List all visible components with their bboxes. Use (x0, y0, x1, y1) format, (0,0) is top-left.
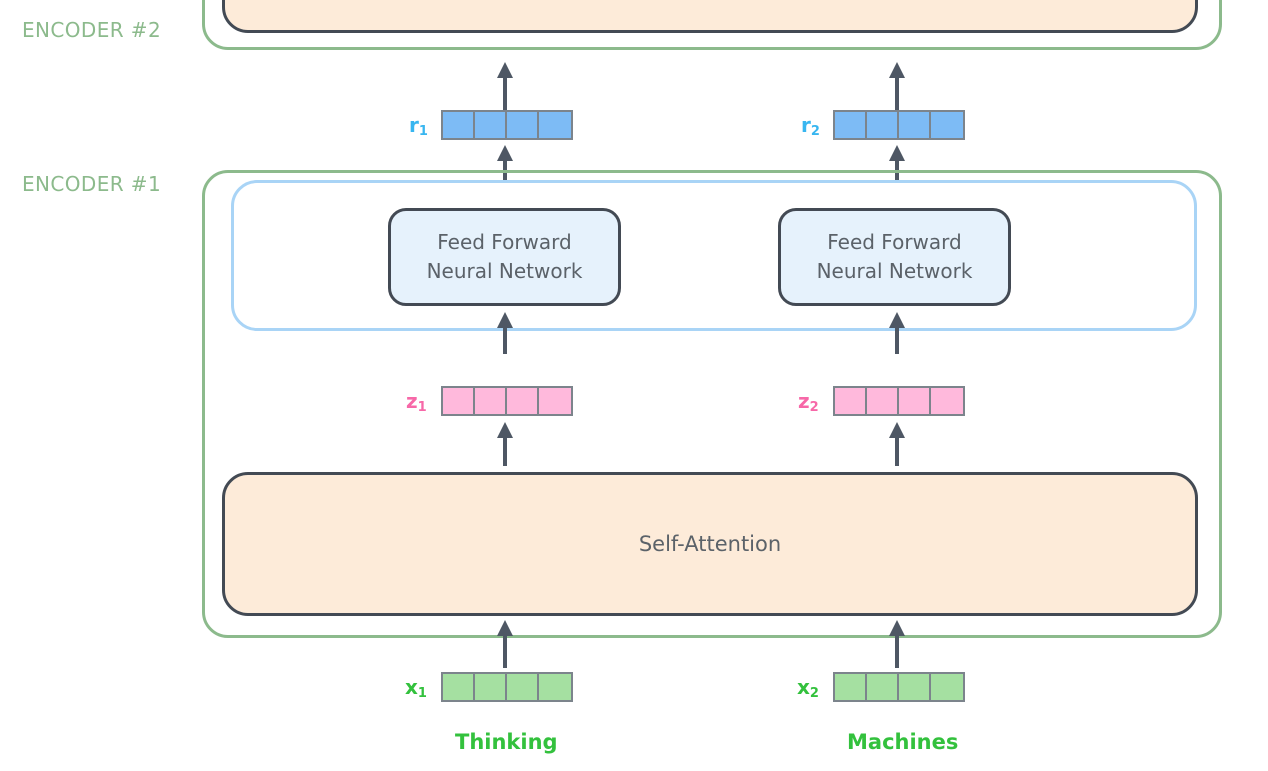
vector-x2 (833, 672, 965, 702)
vector-cell (899, 674, 931, 700)
vector-cell (931, 112, 963, 138)
vector-label-r1-sub: 1 (418, 124, 428, 139)
vector-label-z1-sub: 1 (417, 400, 427, 415)
vector-cell (507, 112, 539, 138)
vector-label-x2-letter: x (797, 675, 810, 699)
vector-label-r1-letter: r (409, 113, 419, 137)
vector-cell (507, 674, 539, 700)
arrow-up-icon-selfattention-to-z1 (494, 422, 516, 466)
vector-label-x1-sub: 1 (417, 686, 427, 701)
vector-cell (539, 674, 571, 700)
arrow-up-icon-r1-to-encoder2 (494, 62, 516, 110)
vector-r1 (441, 110, 573, 140)
vector-cell (931, 674, 963, 700)
vector-cell (539, 388, 571, 414)
feed-forward-block-1: Feed Forward Neural Network (388, 208, 621, 306)
vector-cell (835, 674, 867, 700)
vector-label-r2-sub: 2 (810, 124, 820, 139)
vector-r2 (833, 110, 965, 140)
arrow-up-icon-x1-to-selfattention (494, 620, 516, 668)
feed-forward-block-1-line1: Feed Forward (437, 230, 572, 254)
self-attention-block-encoder-2 (222, 0, 1198, 33)
vector-cell (867, 112, 899, 138)
vector-label-z2-sub: 2 (809, 400, 819, 415)
arrow-up-icon-selfattention-to-z2 (886, 422, 908, 466)
arrow-up-icon-z1-to-ffnn1 (494, 312, 516, 354)
vector-label-r2: r2 (801, 113, 820, 139)
vector-z1 (441, 386, 573, 416)
vector-cell (899, 388, 931, 414)
vector-label-x1-letter: x (405, 675, 418, 699)
feed-forward-block-2: Feed Forward Neural Network (778, 208, 1011, 306)
vector-cell (867, 674, 899, 700)
vector-cell (443, 674, 475, 700)
vector-cell (475, 112, 507, 138)
vector-cell (475, 674, 507, 700)
feed-forward-block-2-line1: Feed Forward (827, 230, 962, 254)
encoder-1-label: ENCODER #1 (22, 172, 162, 196)
vector-label-r2-letter: r (801, 113, 811, 137)
vector-label-x2-sub: 2 (809, 686, 819, 701)
encoder-2-label: ENCODER #2 (22, 18, 162, 42)
vector-label-z1-letter: z (406, 389, 418, 413)
vector-cell (931, 388, 963, 414)
input-word-label-1: Thinking (455, 730, 558, 754)
vector-cell (899, 112, 931, 138)
input-word-label-2: Machines (847, 730, 959, 754)
vector-label-x2: x2 (797, 675, 819, 701)
vector-label-z2-letter: z (798, 389, 810, 413)
self-attention-label: Self-Attention (638, 532, 782, 556)
arrow-up-icon-r2-to-encoder2 (886, 62, 908, 110)
vector-label-r1: r1 (409, 113, 428, 139)
feed-forward-layer-container (231, 180, 1197, 331)
self-attention-block-encoder-1: Self-Attention (222, 472, 1198, 616)
vector-label-z2: z2 (798, 389, 819, 415)
vector-cell (443, 112, 475, 138)
feed-forward-block-2-line2: Neural Network (816, 259, 973, 283)
encoder-2-container (202, 0, 1222, 50)
vector-cell (507, 388, 539, 414)
vector-cell (443, 388, 475, 414)
encoder-1-container (202, 170, 1222, 638)
vector-label-z1: z1 (406, 389, 427, 415)
arrow-up-icon-z2-to-ffnn2 (886, 312, 908, 354)
vector-cell (475, 388, 507, 414)
vector-cell (835, 388, 867, 414)
vector-x1 (441, 672, 573, 702)
vector-z2 (833, 386, 965, 416)
vector-cell (867, 388, 899, 414)
vector-label-x1: x1 (405, 675, 427, 701)
vector-cell (539, 112, 571, 138)
arrow-up-icon-x2-to-selfattention (886, 620, 908, 668)
vector-cell (835, 112, 867, 138)
feed-forward-block-1-line2: Neural Network (426, 259, 583, 283)
